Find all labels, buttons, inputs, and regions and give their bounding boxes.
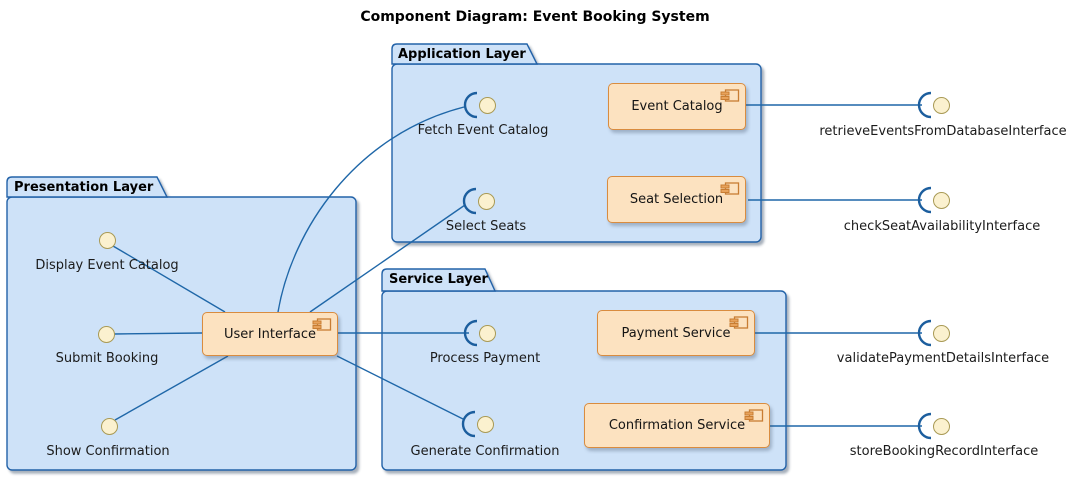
component-icon [312, 318, 332, 331]
socket-arc-store-booking [917, 412, 932, 440]
socket-arc-process-payment [463, 319, 478, 347]
connector-ui-show-confirmation [114, 355, 229, 421]
tab-label-application-layer: Application Layer [398, 47, 526, 62]
connector-ui-fetch-event-catalog [277, 106, 465, 313]
connector-ui-display-event-catalog [112, 245, 226, 313]
socket-arc-fetch-event-catalog [463, 91, 478, 119]
component-icon [720, 182, 740, 195]
component-seat-selection: Seat Selection [607, 176, 746, 223]
component-label: Payment Service [621, 325, 731, 341]
interface-ball-generate-confirmation [476, 415, 494, 433]
component-icon [720, 89, 740, 102]
component-icon [744, 409, 764, 422]
interface-ball-process-payment [478, 324, 496, 342]
connector-ui-submit-booking [113, 332, 203, 335]
interface-label-store-booking: storeBookingRecordInterface [849, 444, 1039, 459]
interface-label-submit-booking: Submit Booking [55, 351, 159, 366]
interface-label-process-payment: Process Payment [429, 351, 541, 366]
component-label: User Interface [224, 326, 316, 342]
package-tab [381, 268, 497, 292]
package-tab [6, 176, 169, 198]
component-event-catalog: Event Catalog [608, 83, 746, 130]
socket-arc-validate-payment [917, 319, 932, 347]
interface-ball-validate-payment [932, 324, 950, 342]
connector-ui-generate-confirmation [336, 355, 464, 420]
component-label: Event Catalog [631, 99, 723, 114]
socket-arc-retrieve-events [917, 91, 932, 119]
interface-ball-select-seats [477, 192, 495, 210]
interface-ball-show-confirmation [100, 417, 118, 435]
socket-arc-check-seat [917, 186, 932, 214]
interface-ball-store-booking [932, 417, 950, 435]
component-label: Confirmation Service [608, 418, 746, 433]
interface-ball-fetch-event-catalog [478, 96, 496, 114]
socket-arc-generate-confirmation [461, 410, 476, 438]
interface-label-check-seat: checkSeatAvailabilityInterface [843, 219, 1041, 234]
interface-label-show-confirmation: Show Confirmation [46, 444, 170, 459]
diagram-title: Component Diagram: Event Booking System [360, 9, 710, 25]
interface-ball-check-seat [932, 191, 950, 209]
package-tab [391, 43, 539, 65]
component-user-interface: User Interface [202, 312, 338, 356]
interface-label-validate-payment: validatePaymentDetailsInterface [836, 351, 1050, 366]
interface-ball-display-event-catalog [99, 231, 116, 249]
component-confirmation-service: Confirmation Service [584, 403, 770, 448]
tab-label-service-layer: Service Layer [389, 272, 488, 287]
interface-ball-submit-booking [97, 325, 115, 343]
socket-arc-select-seats [462, 187, 477, 215]
interface-label-fetch-event-catalog: Fetch Event Catalog [417, 123, 549, 138]
component-payment-service: Payment Service [597, 310, 755, 356]
component-label: Seat Selection [629, 192, 724, 207]
component-icon [729, 316, 749, 329]
tab-label-presentation-layer: Presentation Layer [14, 180, 154, 195]
interface-label-select-seats: Select Seats [445, 219, 527, 234]
connector-ui-select-seats [309, 204, 466, 313]
interface-label-display-event-catalog: Display Event Catalog [35, 258, 179, 273]
interface-label-generate-confirmation: Generate Confirmation [410, 444, 560, 459]
interface-label-retrieve-events: retrieveEventsFromDatabaseInterface [819, 124, 1067, 139]
interface-ball-retrieve-events [932, 96, 950, 114]
